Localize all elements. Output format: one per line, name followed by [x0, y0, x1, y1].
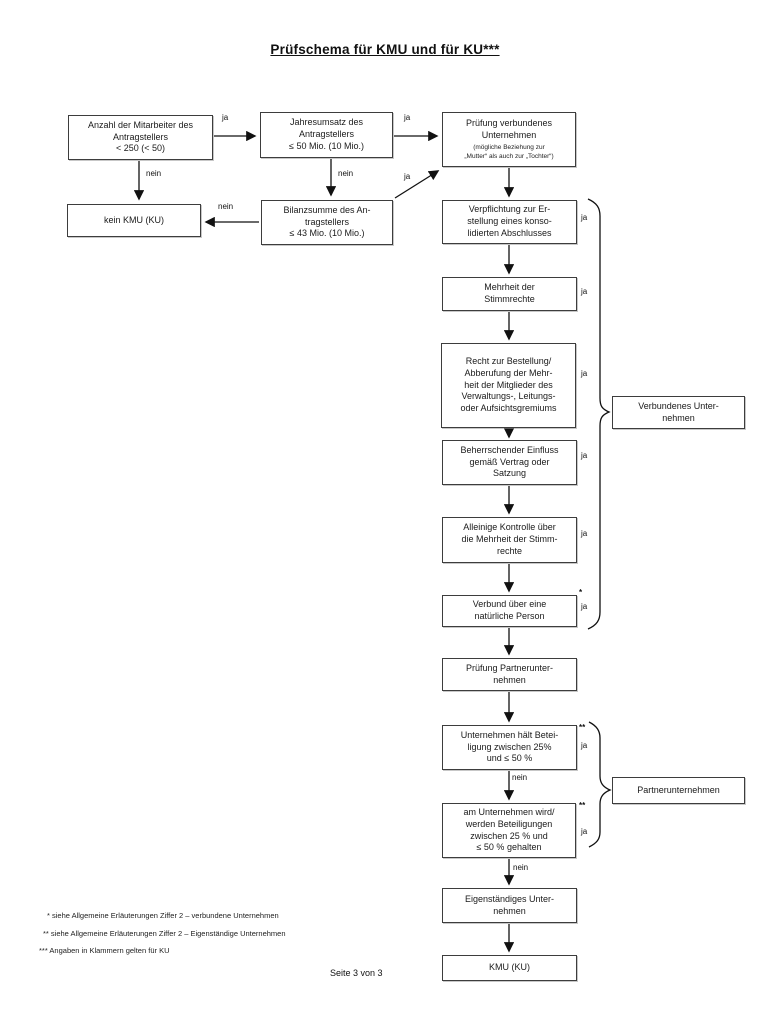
edge-label-ja-naturalperson: ja	[581, 602, 588, 611]
box-natural-person: Verbund über eine natürliche Person	[442, 595, 577, 627]
box-appointment-right: Recht zur Bestellung/ Abberufung der Meh…	[441, 343, 576, 428]
box-sole-control: Alleinige Kontrolle über die Mehrheit de…	[442, 517, 577, 563]
edge-label-ja-majority: ja	[581, 287, 588, 296]
edge-label-nein-balance: nein	[218, 202, 234, 211]
footnote-ku-parentheses: *** Angaben in Klammern gelten für KU	[39, 946, 170, 955]
edge-label-ja-consolidated: ja	[581, 213, 588, 222]
edge-label-ja-dominant: ja	[581, 451, 588, 460]
box-stake-held: am Unternehmen wird/ werden Beteiligunge…	[442, 803, 576, 858]
box-majority-voting: Mehrheit der Stimmrechte	[442, 277, 577, 311]
edge-label-ja-stakeheld: ja	[581, 827, 588, 836]
edge-label-ja-appointment: ja	[581, 369, 588, 378]
edge-label-ja-employees: ja	[222, 113, 229, 122]
box-employees: Anzahl der Mitarbeiter des Antragsteller…	[68, 115, 213, 160]
brace-linked-enterprise	[587, 198, 611, 630]
edge-label-ja-turnover: ja	[404, 113, 411, 122]
edge-label-nein-employees: nein	[146, 169, 162, 178]
edge-label-nein-stakeheld: nein	[513, 863, 529, 872]
box-partner-check: Prüfung Partnerunter- nehmen	[442, 658, 577, 691]
edge-label-ja-holdsstake: ja	[581, 741, 588, 750]
edge-label-nein-holdsstake: nein	[512, 773, 528, 782]
box-holds-stake: Unternehmen hält Betei- ligung zwischen …	[442, 725, 577, 770]
footnote-marker-stake-held: **	[579, 801, 586, 810]
box-annual-turnover: Jahresumsatz des Antragstellers ≤ 50 Mio…	[260, 112, 393, 158]
footnote-marker-natural-person: *	[579, 588, 583, 597]
page-number: Seite 3 von 3	[330, 968, 383, 978]
edge-label-nein-turnover: nein	[338, 169, 354, 178]
box-autonomous-enterprise: Eigenständiges Unter- nehmen	[442, 888, 577, 923]
box-kmu-result: KMU (KU)	[442, 955, 577, 981]
brace-partner-enterprise	[588, 721, 612, 848]
edge-label-ja-balance: ja	[404, 172, 411, 181]
box-not-kmu: kein KMU (KU)	[67, 204, 201, 237]
box-linked-enterprise: Verbundenes Unter- nehmen	[612, 396, 745, 429]
box-balance-sheet: Bilanzsumme des An- tragstellers ≤ 43 Mi…	[261, 200, 393, 245]
page-title: Prüfschema für KMU und für KU***	[270, 42, 500, 57]
footnote-autonomous-enterprises: ** siehe Allgemeine Erläuterungen Ziffer…	[43, 929, 286, 938]
box-dominant-influence: Beherrschender Einfluss gemäß Vertrag od…	[442, 440, 577, 485]
arrow-balance-to-linkedcheck	[394, 170, 440, 199]
box-partner-enterprise: Partnerunternehmen	[612, 777, 745, 804]
box-linked-check-subtext: (mögliche Beziehung zur „Mutter“ als auc…	[464, 144, 554, 160]
footnote-linked-enterprises: * siehe Allgemeine Erläuterungen Ziffer …	[47, 911, 279, 920]
box-linked-check: Prüfung verbundenes Unternehmen (möglich…	[442, 112, 576, 167]
box-linked-check-title: Prüfung verbundenes Unternehmen	[465, 117, 553, 140]
footnote-marker-holds-stake: **	[579, 723, 586, 732]
box-consolidated-accounts: Verpflichtung zur Er- stellung eines kon…	[442, 200, 577, 244]
edge-label-ja-solecontrol: ja	[581, 529, 588, 538]
